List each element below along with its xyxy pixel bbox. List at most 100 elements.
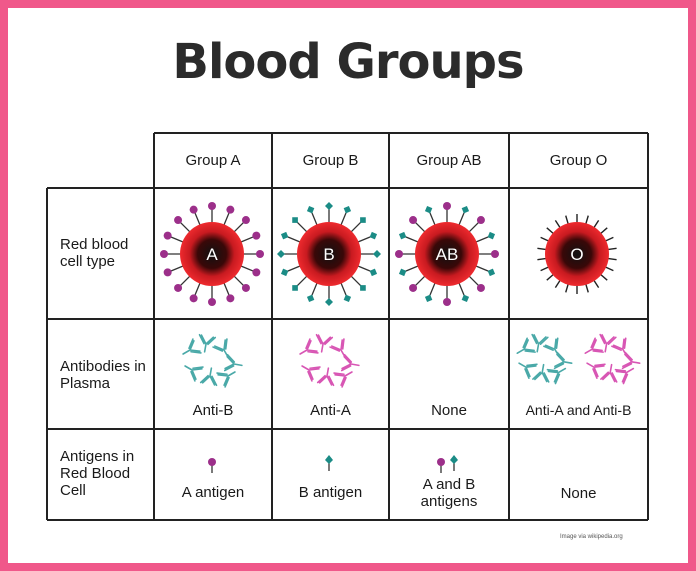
cell-letter-o: O xyxy=(570,245,583,264)
antibody-stroke xyxy=(301,365,321,382)
antibody-icon xyxy=(532,363,550,383)
cell-letter-b: B xyxy=(323,245,334,264)
antigen-b-marker xyxy=(450,455,458,471)
antibody-icon xyxy=(531,333,549,353)
antibody-icon xyxy=(299,338,319,355)
antibody-stroke xyxy=(599,333,617,353)
antigen-b-icon xyxy=(461,294,470,303)
cell-body xyxy=(415,222,479,286)
antigen-b-icon xyxy=(450,455,458,464)
antigen-a-icon xyxy=(174,216,183,225)
antigen-b-icon xyxy=(369,268,378,277)
row-label-red-blood-cell-type: Red blood cell type xyxy=(60,236,129,270)
antibody-icon xyxy=(315,333,334,353)
antibody-cluster xyxy=(516,333,573,385)
table-grid-lines xyxy=(46,132,649,521)
antibody-icon xyxy=(199,367,218,387)
antigen-b-icon xyxy=(424,294,433,303)
cell-body xyxy=(545,222,609,286)
antigen-value-group-a: A antigen xyxy=(181,484,245,501)
antigen-b-icon xyxy=(398,268,407,277)
antigen-a-icon xyxy=(226,294,235,303)
antigen-b-icon xyxy=(398,231,407,240)
antigen-a-icon xyxy=(163,268,172,277)
antibody-stroke xyxy=(212,338,229,358)
antigen-a-icon xyxy=(443,298,451,306)
antibody-stroke xyxy=(532,363,550,383)
red-blood-cell-ab xyxy=(395,202,499,306)
antigen-a-icon xyxy=(208,458,216,466)
antibody-stroke xyxy=(182,338,202,355)
antigen-a-icon xyxy=(241,283,250,292)
antibody-stroke xyxy=(199,367,218,387)
antibody-icon xyxy=(621,351,641,370)
antigen-a-icon xyxy=(189,205,198,214)
image-credit: Image via wikipedia.org xyxy=(560,534,623,540)
antigen-a-icon xyxy=(476,283,485,292)
antibody-icon xyxy=(198,333,217,353)
antigen-a-icon xyxy=(174,283,183,292)
antigen-b-icon xyxy=(325,455,333,464)
antigen-value-group-ab: A and B antigens xyxy=(420,476,478,510)
antibody-icon xyxy=(223,353,243,372)
antigen-b-icon xyxy=(360,217,366,223)
antibody-value-group-o: Anti-A and Anti-B xyxy=(525,402,632,418)
cell-letter-a: A xyxy=(206,245,218,264)
antibody-cluster xyxy=(584,333,641,385)
antigen-b-icon xyxy=(325,298,333,306)
antibody-stroke xyxy=(600,363,618,383)
antibody-value-group-a: Anti-B xyxy=(192,402,234,419)
antibodies-layer xyxy=(182,333,641,388)
antibody-stroke xyxy=(223,353,243,372)
antigen-b-icon xyxy=(487,231,496,240)
antibody-icon xyxy=(340,353,360,372)
antibody-stroke xyxy=(614,367,635,385)
antibody-stroke xyxy=(333,371,353,388)
antigen-a-icon xyxy=(395,250,403,258)
antigen-b-icon xyxy=(306,205,315,214)
antigen-b-icon xyxy=(369,231,378,240)
antibody-icon xyxy=(216,371,236,388)
row-label-antigens-in-red-blood-cell: Antigens in Red Blood Cell xyxy=(60,448,135,499)
page-title: Blood Groups xyxy=(172,34,524,90)
antigen-a-icon xyxy=(437,458,445,466)
antigen-a-icon xyxy=(226,205,235,214)
antigen-a-icon xyxy=(189,294,198,303)
antibody-stroke xyxy=(316,367,335,387)
antigen-b-icon xyxy=(343,205,352,214)
antibody-stroke xyxy=(198,333,217,353)
cell-letter-ab: AB xyxy=(436,245,459,264)
antibody-icon xyxy=(333,371,353,388)
antibody-icon xyxy=(184,365,204,382)
red-blood-cell-o xyxy=(537,214,617,294)
antibody-stroke xyxy=(299,338,319,355)
antigen-b-icon xyxy=(424,205,433,214)
antibody-icon xyxy=(182,338,202,355)
antigen-a-icon xyxy=(241,216,250,225)
antigen-b-icon xyxy=(280,268,289,277)
antibody-stroke xyxy=(315,333,334,353)
antigen-b-icon xyxy=(360,285,366,291)
antibody-stroke xyxy=(621,351,641,370)
antigen-b-icon xyxy=(292,217,298,223)
red-cells-layer xyxy=(160,202,617,306)
antigen-b-icon xyxy=(373,250,381,258)
antigen-a-icon xyxy=(252,268,261,277)
antigen-b-icon xyxy=(280,231,289,240)
antigen-a-icon xyxy=(443,202,451,210)
antigen-a-icon xyxy=(160,250,168,258)
column-header-group-o: Group O xyxy=(549,152,608,169)
antigen-b-icon xyxy=(277,250,285,258)
antigen-b-icon xyxy=(306,294,315,303)
antigen-b-icon xyxy=(325,202,333,210)
red-blood-cell-b xyxy=(277,202,381,306)
antibody-icon xyxy=(329,338,346,358)
antigen-a-icon xyxy=(252,231,261,240)
antibody-stroke xyxy=(329,338,346,358)
antibody-cluster xyxy=(182,333,243,388)
antigen-a-icon xyxy=(491,250,499,258)
antigens-layer xyxy=(208,455,458,473)
antigen-b-icon xyxy=(343,294,352,303)
antigen-b-icon xyxy=(487,268,496,277)
